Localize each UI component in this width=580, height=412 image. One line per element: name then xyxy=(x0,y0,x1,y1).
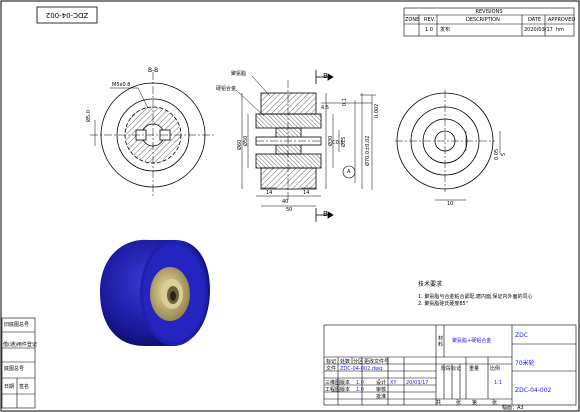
strip-borrowed: 借(通)用件登记 xyxy=(3,342,37,348)
dim-0002: 0.002 xyxy=(374,103,380,118)
tb-zone: 分区 xyxy=(353,359,364,365)
tech-item-1: 1. 聚氨脂与合金粘合紧配,磨内面,保证内外面的同心 xyxy=(418,294,533,300)
tb-date: 20/03/17 xyxy=(406,380,429,386)
rev-approved: hm xyxy=(556,27,565,33)
dim-50: 50 xyxy=(286,207,293,213)
view-main-section xyxy=(235,70,376,222)
dim-40: 40 xyxy=(282,199,289,205)
tb-design-ver: 1.0 xyxy=(356,380,364,386)
tb-mark: 标记 xyxy=(326,359,337,365)
drawing-number-rotated: ZDC-04-002 xyxy=(45,11,89,19)
rev-number: 1.0 xyxy=(425,27,433,33)
dim-flatness: 0.05 xyxy=(494,148,500,160)
dim-m5: M5x0.8 xyxy=(112,82,131,88)
tb-count: 处数 xyxy=(340,359,351,365)
dim-c05: C0.5 xyxy=(332,140,344,146)
datum-a: A xyxy=(347,169,351,175)
cut-label-top: B xyxy=(323,72,328,80)
tb-craft-ver: 1.0 xyxy=(356,387,364,393)
strip-signature: 签名 xyxy=(19,384,30,390)
view-end xyxy=(395,90,501,201)
rev-date: 2020/03/17 xyxy=(524,27,553,33)
tb-material-value: 聚氨脂+硬铝合金 xyxy=(452,338,492,344)
callout-rubber: 聚氨脂 xyxy=(231,71,247,77)
strip-base-drawing: 底图总号 xyxy=(4,366,25,372)
tb-craft-ver-label: 工程图版本 xyxy=(325,387,351,393)
dim-14a: 14 xyxy=(266,190,273,196)
cut-label-bottom: B xyxy=(323,210,328,218)
tech-title: 技术要求 xyxy=(418,281,443,288)
tb-scale-label: 比例 xyxy=(490,366,501,372)
tb-designer: XY xyxy=(390,380,397,386)
rev-col-approved: APPROVED xyxy=(548,17,576,23)
tb-total: 共 xyxy=(436,400,442,406)
dim-10: 10 xyxy=(447,201,454,207)
revisions-header: REVISIONS xyxy=(475,9,503,15)
tb-file-name: ZDC-04-002.dwg xyxy=(340,366,383,372)
tb-scale-value: 1:1 xyxy=(494,380,503,386)
dim-14b: 14 xyxy=(303,190,310,196)
tb-part-no: ZDC-04-002 xyxy=(515,387,552,394)
dim-45: 4.5 xyxy=(321,105,329,111)
tb-design-ver-label: 三维图版本 xyxy=(325,380,351,386)
tb-part-name: 70米轮 xyxy=(515,360,535,367)
view-section-bb xyxy=(90,72,216,198)
tb-approve-label: 批准 xyxy=(376,394,387,400)
strip-date: 日期 xyxy=(4,384,15,390)
title-block-lines xyxy=(323,324,577,406)
tb-company: ZDC xyxy=(515,332,528,339)
tb-material-label: 材料 xyxy=(438,336,444,348)
tb-stage-label: 阶段标记 xyxy=(441,366,462,372)
callout-alloy: 硬铝合金 xyxy=(216,86,237,92)
dim-r01: 0.1 xyxy=(342,98,348,106)
tech-item-2: 2. 聚氨脂硅氏硬度85° xyxy=(418,301,469,307)
tb-th: 第 xyxy=(472,400,478,406)
rev-col-zone: ZONE xyxy=(405,17,420,23)
rev-description: 发布 xyxy=(440,27,451,33)
rev-col-date: DATE xyxy=(528,17,542,23)
render-3d xyxy=(100,239,210,346)
strip-old-drawing: 旧底图总号 xyxy=(4,322,30,328)
tb-format: 幅面：A3 xyxy=(502,405,524,411)
tb-design-label: 设计 xyxy=(376,380,387,386)
tb-sheet2: 张 xyxy=(492,400,498,406)
tb-check-label: 审核 xyxy=(376,387,387,393)
dim-5: 5 xyxy=(501,152,507,156)
rev-col-rev: REV. xyxy=(424,17,435,23)
dim-d5: Ø5.0 xyxy=(86,110,92,122)
tb-sheet: 张 xyxy=(456,400,462,406)
rev-col-description: DESCRIPTION xyxy=(466,17,500,23)
dim-d70: Ø70.0±0.02 xyxy=(365,135,371,166)
section-label: B-B xyxy=(148,67,159,74)
dim-d50: Ø50 xyxy=(243,135,249,146)
tb-change-doc: 更改文件号 xyxy=(364,359,390,365)
tb-weight-label: 重量 xyxy=(469,366,480,372)
tb-file-label: 文件 xyxy=(326,366,337,372)
